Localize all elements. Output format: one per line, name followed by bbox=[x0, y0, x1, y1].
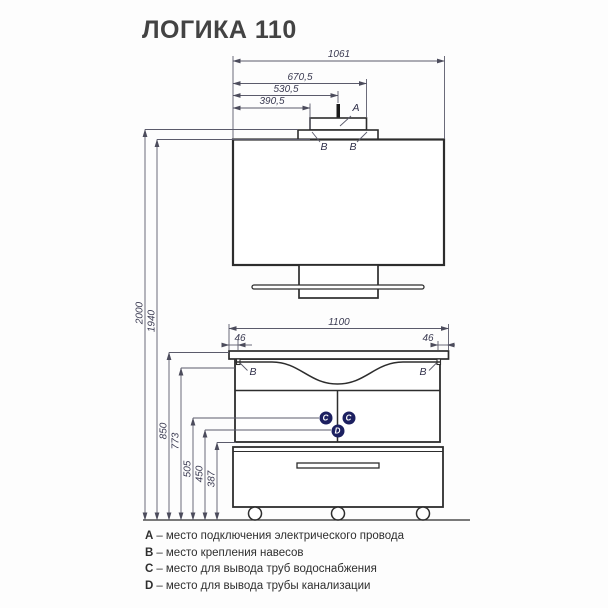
legend-text-a: – место подключения электрического прово… bbox=[156, 530, 405, 542]
dim-label-773: 773 bbox=[170, 432, 182, 450]
dim-label-390-5: 390,5 bbox=[259, 96, 285, 107]
dim-label-387: 387 bbox=[206, 470, 218, 488]
marker-d-drain: D bbox=[331, 424, 344, 437]
legend-letter-d: D bbox=[145, 579, 154, 592]
leader-a bbox=[339, 115, 352, 127]
legend-text-c: – место для вывода труб водоснабжения bbox=[156, 563, 377, 575]
marker-c-water-left: C bbox=[319, 411, 332, 425]
wheel-center bbox=[330, 506, 346, 521]
dim-label-670-5: 670,5 bbox=[287, 71, 313, 83]
marker-b-cabinet-right: B bbox=[419, 365, 427, 378]
drawer-unit bbox=[232, 446, 444, 508]
dim-label-505: 505 bbox=[182, 460, 194, 478]
dim-label-2000: 2000 bbox=[134, 301, 145, 325]
dim-label-46-right: 46 bbox=[422, 333, 434, 344]
dim-label-1100: 1100 bbox=[328, 316, 350, 328]
countertop bbox=[228, 350, 450, 360]
legend-letter-b: B bbox=[145, 546, 154, 559]
marker-b-cabinet-left: B bbox=[249, 365, 257, 378]
sink-curve bbox=[235, 361, 440, 385]
legend-item-b: B– место крепления навесов bbox=[145, 547, 404, 564]
legend-item-d: D– место для вывода трубы канализации bbox=[145, 580, 404, 597]
marker-b-mirror-left: B bbox=[320, 141, 328, 153]
cornice-box bbox=[297, 129, 379, 141]
legend-letter-c: C bbox=[145, 563, 154, 575]
furniture-group bbox=[143, 104, 470, 521]
drawer-handle bbox=[296, 462, 380, 469]
legend-letter-a: A bbox=[145, 530, 154, 542]
electric-wire bbox=[336, 104, 340, 119]
dim-label-1940: 1940 bbox=[146, 309, 157, 333]
leader-b-cabinet-right bbox=[428, 362, 437, 371]
wheel-left bbox=[247, 506, 263, 521]
dim-label-1061: 1061 bbox=[327, 49, 351, 60]
marker-a-electric: A bbox=[352, 102, 360, 114]
dimension-group bbox=[142, 56, 455, 521]
shelf-support bbox=[298, 264, 379, 299]
leader-b-mirror-right bbox=[356, 131, 368, 143]
marker-b-mirror-right: B bbox=[349, 141, 357, 153]
leader-b-mirror-left bbox=[311, 131, 321, 143]
dim-label-46-left: 46 bbox=[234, 333, 246, 344]
dim-label-850: 850 bbox=[158, 422, 170, 440]
leader-b-cabinet-left bbox=[239, 362, 248, 371]
legend-item-a: A– место подключения электрического пров… bbox=[145, 530, 404, 547]
legend-text-b: – место крепления навесов bbox=[156, 546, 304, 559]
shelf bbox=[251, 284, 425, 290]
marker-c-water-right: C bbox=[342, 411, 355, 425]
drawing-title: ЛОГИКА 110 bbox=[142, 16, 297, 44]
wheel-right bbox=[415, 506, 431, 521]
legend: A– место подключения электрического пров… bbox=[145, 530, 404, 596]
legend-text-d: – место для вывода трубы канализации bbox=[156, 579, 371, 592]
lamp-box bbox=[309, 117, 368, 131]
mirror bbox=[231, 138, 446, 267]
dim-label-530-5: 530,5 bbox=[273, 83, 299, 95]
legend-item-c: C– место для вывода труб водоснабжения bbox=[145, 563, 404, 580]
dim-label-450: 450 bbox=[194, 465, 206, 483]
